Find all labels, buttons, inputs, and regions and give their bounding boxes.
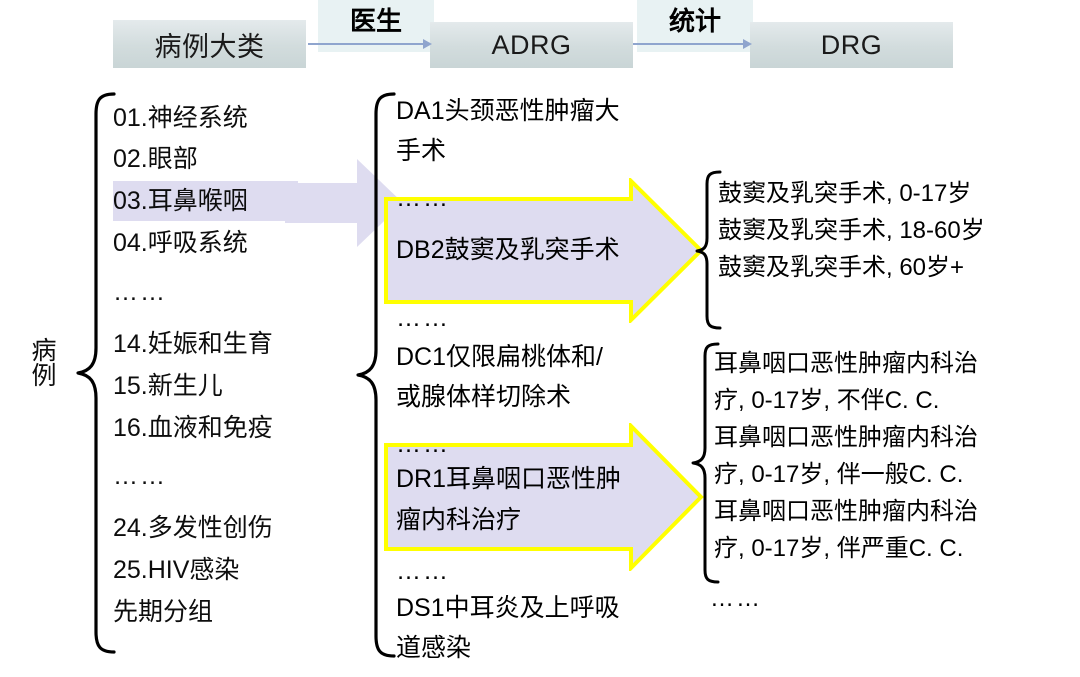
right-db2-item-2-text: 鼓窦及乳突手术, 60岁+ <box>718 254 965 281</box>
middle-item-4-text: …… <box>396 304 450 332</box>
left-item-5: 14.妊娠和生育 <box>113 324 273 365</box>
left-brace <box>76 92 116 654</box>
middle-item-2: …… <box>396 178 450 218</box>
left-item-3-text: 04.呼吸系统 <box>113 229 248 257</box>
left-item-9-text: 24.多发性创伤 <box>113 514 273 542</box>
middle-item-12: 道感染 <box>396 628 471 668</box>
left-item-4-text: …… <box>113 278 167 306</box>
right-brace-db2 <box>695 170 722 330</box>
left-item-11-text: 先期分组 <box>113 598 214 626</box>
left-item-2-text: 03.耳鼻喉咽 <box>113 187 248 215</box>
left-item-1: 02.眼部 <box>113 139 198 180</box>
middle-item-5-text: DC1仅限扁桃体和/ <box>396 343 603 371</box>
left-item-7: 16.血液和免疫 <box>113 408 273 449</box>
middle-item-4: …… <box>396 298 450 338</box>
header-box-drg: DRG <box>750 22 953 68</box>
right-trailing-ellipsis-text: …… <box>710 585 762 612</box>
middle-item-7-text: …… <box>396 430 450 458</box>
middle-item-10-text: …… <box>396 557 450 585</box>
right-dr1-item-5-text: 疗, 0-17岁, 伴严重C. C. <box>714 535 964 562</box>
right-dr1-item-1-text: 疗, 0-17岁, 不伴C. C. <box>714 387 940 414</box>
right-dr1-item-3: 疗, 0-17岁, 伴一般C. C. <box>714 456 963 493</box>
header-box-adrg-label: ADRG <box>491 29 572 60</box>
right-db2-item-0-text: 鼓窦及乳突手术, 0-17岁 <box>718 180 972 207</box>
arrow-dr1-to-drg <box>384 423 704 571</box>
left-item-2: 03.耳鼻喉咽 <box>113 181 248 222</box>
right-db2-item-1: 鼓窦及乳突手术, 18-60岁 <box>718 212 985 249</box>
middle-item-2-text: …… <box>396 184 450 212</box>
middle-item-9-text: 瘤内科治疗 <box>396 506 522 534</box>
middle-item-1: 手术 <box>396 131 446 171</box>
right-dr1-item-4-text: 耳鼻咽口恶性肿瘤内科治 <box>714 498 978 525</box>
arrow-case-to-adrg <box>285 159 403 247</box>
right-dr1-item-3-text: 疗, 0-17岁, 伴一般C. C. <box>714 461 964 488</box>
middle-item-12-text: 道感染 <box>396 634 472 662</box>
middle-item-0: DA1头颈恶性肿瘤大 <box>396 91 620 131</box>
right-dr1-item-0: 耳鼻咽口恶性肿瘤内科治 <box>714 345 978 382</box>
connector-arrow-doctor-line <box>308 43 424 45</box>
middle-item-6-text: 或腺体样切除术 <box>396 383 572 411</box>
middle-item-1-text: 手术 <box>396 137 447 165</box>
right-dr1-item-5: 疗, 0-17岁, 伴严重C. C. <box>714 530 963 567</box>
right-dr1-item-4: 耳鼻咽口恶性肿瘤内科治 <box>714 493 978 530</box>
header-box-case-major-label: 病例大类 <box>154 31 265 62</box>
right-dr1-item-2-text: 耳鼻咽口恶性肿瘤内科治 <box>714 424 978 451</box>
right-dr1-item-2: 耳鼻咽口恶性肿瘤内科治 <box>714 419 978 456</box>
middle-item-7: …… <box>396 424 450 464</box>
middle-item-6: 或腺体样切除术 <box>396 377 571 417</box>
middle-brace <box>356 92 396 658</box>
left-item-0-text: 01.神经系统 <box>113 104 248 132</box>
right-dr1-item-0-text: 耳鼻咽口恶性肿瘤内科治 <box>714 350 978 377</box>
left-item-3: 04.呼吸系统 <box>113 223 248 264</box>
arrow-db2-to-drg <box>384 178 704 323</box>
right-dr1-item-1: 疗, 0-17岁, 不伴C. C. <box>714 382 939 419</box>
middle-item-8-text: DR1耳鼻咽口恶性肿 <box>396 465 622 493</box>
connector-label-doctor-text: 医生 <box>349 6 402 36</box>
right-trailing-ellipsis: …… <box>710 580 762 617</box>
connector-label-statistics-text: 统计 <box>668 6 721 36</box>
left-item-1-text: 02.眼部 <box>113 145 198 173</box>
middle-item-3: DB2鼓窦及乳突手术 <box>396 230 620 270</box>
left-item-11: 先期分组 <box>113 592 213 633</box>
middle-item-11: DS1中耳炎及上呼吸 <box>396 588 620 628</box>
left-item-highlight-band <box>113 181 298 221</box>
left-item-0: 01.神经系统 <box>113 98 248 139</box>
connector-arrow-statistics-head <box>743 39 752 49</box>
header-box-case-major: 病例大类 <box>113 20 306 68</box>
middle-item-0-text: DA1头颈恶性肿瘤大 <box>396 97 620 125</box>
left-group-label: 病例 <box>22 337 62 398</box>
left-item-10-text: 25.HIV感染 <box>113 556 240 584</box>
left-item-7-text: 16.血液和免疫 <box>113 414 273 442</box>
middle-item-11-text: DS1中耳炎及上呼吸 <box>396 594 620 622</box>
middle-item-9: 瘤内科治疗 <box>396 500 521 540</box>
left-item-10: 25.HIV感染 <box>113 550 239 591</box>
middle-item-5: DC1仅限扁桃体和/ <box>396 337 603 377</box>
left-item-6: 15.新生儿 <box>113 366 223 407</box>
right-db2-item-0: 鼓窦及乳突手术, 0-17岁 <box>718 175 971 212</box>
right-db2-item-2: 鼓窦及乳突手术, 60岁+ <box>718 249 964 286</box>
left-item-4: …… <box>113 272 167 313</box>
right-brace-dr1 <box>691 342 720 584</box>
left-item-8: …… <box>113 456 167 497</box>
left-group-label-text: 病例 <box>28 337 56 387</box>
left-item-6-text: 15.新生儿 <box>113 372 223 400</box>
left-item-8-text: …… <box>113 462 167 490</box>
left-item-9: 24.多发性创伤 <box>113 508 273 549</box>
connector-arrow-doctor-head <box>423 39 432 49</box>
left-item-5-text: 14.妊娠和生育 <box>113 330 273 358</box>
right-db2-item-1-text: 鼓窦及乳突手术, 18-60岁 <box>718 217 985 244</box>
middle-item-3-text: DB2鼓窦及乳突手术 <box>396 236 620 264</box>
header-box-drg-label: DRG <box>820 29 883 60</box>
middle-item-10: …… <box>396 551 450 591</box>
connector-arrow-statistics-line <box>633 43 744 45</box>
middle-item-8: DR1耳鼻咽口恶性肿 <box>396 459 621 499</box>
header-box-adrg: ADRG <box>430 22 633 68</box>
